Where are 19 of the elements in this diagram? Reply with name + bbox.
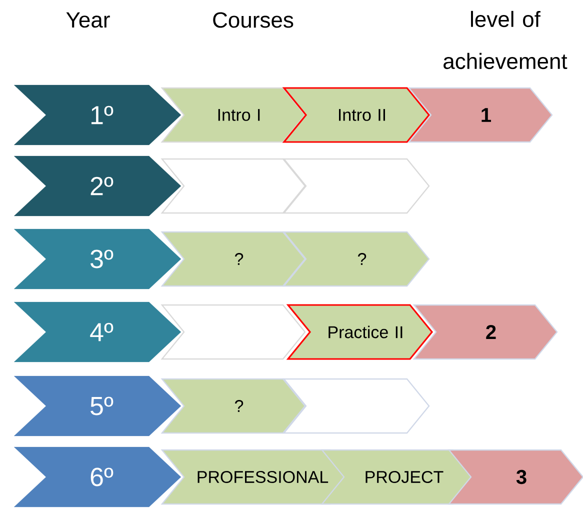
node-label: PROJECT xyxy=(366,470,444,484)
year-box: 2º xyxy=(14,156,182,216)
level-box: 1 xyxy=(408,87,553,143)
course-box: Practice II xyxy=(286,304,434,360)
level-box: 3 xyxy=(448,449,583,505)
year-box: 6º xyxy=(14,446,182,508)
column-header: Courses xyxy=(213,12,294,28)
year-box: 4º xyxy=(14,302,182,362)
year-box: 5º xyxy=(14,376,182,436)
column-header: Year xyxy=(66,12,110,28)
year-box: 1º xyxy=(14,84,182,146)
column-header: level of achievement xyxy=(444,10,568,70)
course-box: ? xyxy=(160,378,306,434)
course-box: ? xyxy=(160,231,306,287)
level-box: 2 xyxy=(412,304,558,360)
course-box: ? xyxy=(282,231,430,287)
year-box: 3º xyxy=(14,228,182,290)
course-box: Intro I xyxy=(160,87,306,143)
course-box: Intro II xyxy=(282,87,430,143)
